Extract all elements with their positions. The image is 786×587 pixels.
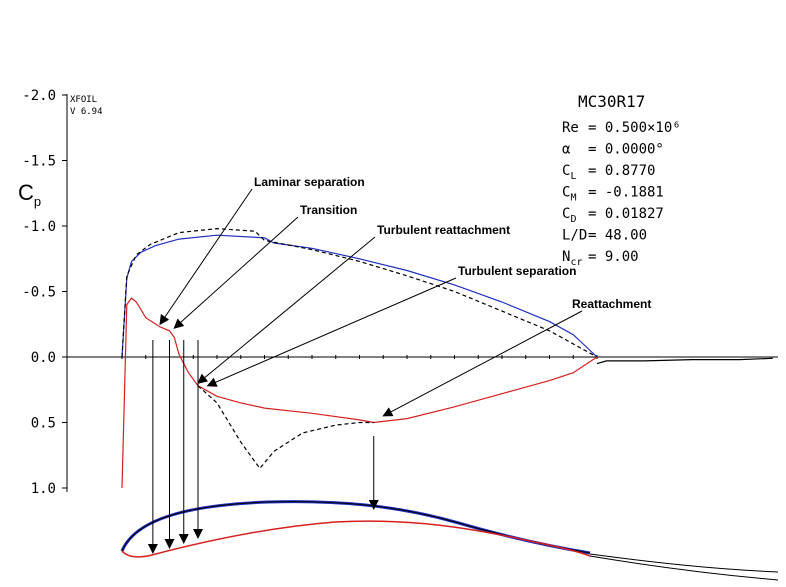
annotation-label: Turbulent reattachment bbox=[377, 223, 510, 237]
airfoil-wake bbox=[589, 553, 779, 573]
series-line bbox=[121, 234, 598, 358]
y-axis-label-sub: p bbox=[34, 194, 41, 209]
y-tick-label: -2.0 bbox=[22, 88, 56, 104]
param-name: Ncr bbox=[562, 249, 582, 268]
series-group bbox=[121, 227, 773, 489]
annotation-arrow bbox=[159, 188, 253, 326]
airfoil-wake-lower bbox=[589, 555, 779, 581]
y-tick-label: -1.0 bbox=[22, 219, 56, 235]
series-line bbox=[121, 227, 598, 358]
y-tick-label: 0.5 bbox=[31, 416, 56, 432]
y-axis-label-main: C bbox=[18, 180, 34, 205]
param-value: = 9.00 bbox=[588, 249, 639, 265]
param-value: = 0.01827 bbox=[588, 206, 664, 222]
y-axis-label: Cp bbox=[18, 180, 41, 209]
annotation-arrow bbox=[382, 310, 583, 417]
annotation-label: Turbulent separation bbox=[458, 264, 576, 278]
annotation-label: Reattachment bbox=[572, 297, 651, 311]
annotation-label: Laminar separation bbox=[254, 175, 365, 189]
param-name: CD bbox=[562, 206, 576, 225]
param-value: = 48.00 bbox=[588, 228, 647, 244]
program-version: V 6.94 bbox=[70, 107, 103, 117]
series-line bbox=[596, 357, 773, 365]
param-name: Re bbox=[562, 120, 579, 136]
param-name: L/D bbox=[562, 228, 587, 244]
param-name: α bbox=[562, 142, 571, 158]
program-name: XFOIL bbox=[70, 95, 97, 105]
param-value: = 0.500×10⁶ bbox=[588, 120, 681, 136]
y-tick-label: 0.0 bbox=[31, 350, 56, 366]
y-tick-label: -1.5 bbox=[22, 154, 56, 170]
airfoil-lower bbox=[121, 520, 591, 558]
airfoil-shape bbox=[120, 500, 779, 581]
annotation-label: Transition bbox=[300, 203, 357, 217]
annotation-arrow bbox=[206, 277, 457, 387]
param-value: = 0.8770 bbox=[588, 163, 655, 179]
chart-title: MC30R17 bbox=[578, 92, 645, 111]
airfoil-arrows bbox=[147, 340, 379, 554]
y-tick-label: -0.5 bbox=[22, 285, 56, 301]
param-name: CL bbox=[562, 163, 576, 182]
y-ticks: -2.0 -1.5 -1.0 -0.5 0.0 0.5 1.0 bbox=[22, 88, 67, 497]
series-line bbox=[197, 385, 374, 470]
param-name: CM bbox=[562, 185, 576, 204]
x-ticks bbox=[121, 355, 598, 359]
annotation-arrow bbox=[197, 236, 376, 384]
series-line bbox=[121, 297, 598, 489]
param-value: = -0.1881 bbox=[588, 185, 664, 201]
y-tick-label: 1.0 bbox=[31, 481, 56, 497]
param-value: = 0.0000° bbox=[588, 142, 664, 158]
annotation-arrow bbox=[173, 216, 299, 329]
